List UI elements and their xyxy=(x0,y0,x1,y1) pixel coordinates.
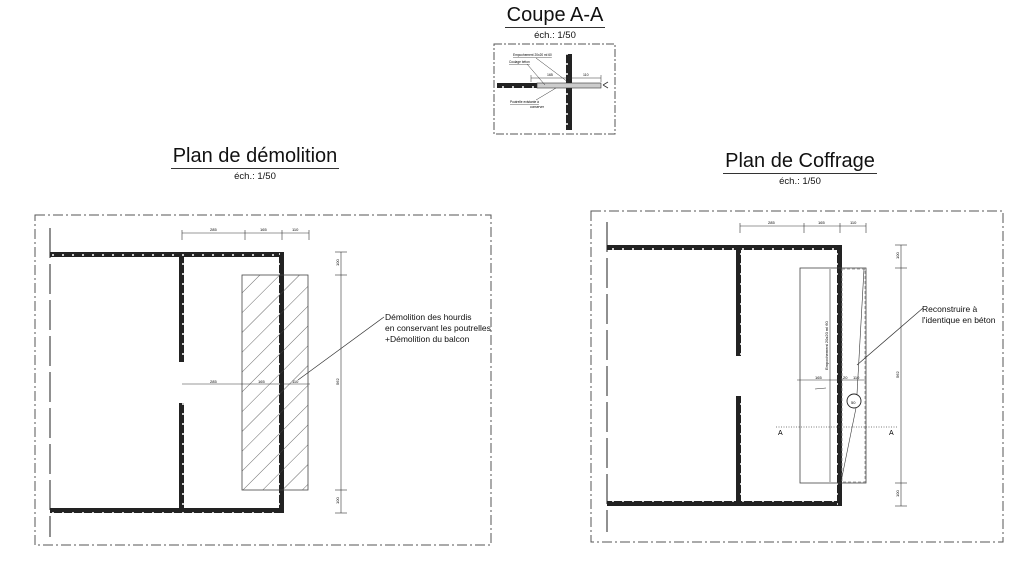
section-label-recess: Empochement 20x20 ml 60 xyxy=(513,53,552,57)
formwork-wall-right xyxy=(837,245,842,506)
formwork-dim-right-2: 562 xyxy=(895,371,900,378)
formwork-wall-top xyxy=(607,245,841,250)
section-title-block: Coupe A-A éch.: 1/50 xyxy=(490,4,620,41)
section-dim-2: 110 xyxy=(583,73,589,77)
section-scale: éch.: 1/50 xyxy=(534,30,576,41)
formwork-dim-mid-2: 20 xyxy=(843,375,848,380)
formwork-wall-mid-lower xyxy=(736,396,741,501)
section-drawing: 165 110 Empochement 20x20 ml 60 Coulage … xyxy=(493,43,616,135)
formwork-wall-bottom xyxy=(607,501,841,506)
demolition-dim-right-3: 100 xyxy=(335,497,340,504)
demolition-plan: 285 165 110 285 165 110 100 562 100 xyxy=(34,214,492,546)
formwork-frame xyxy=(590,210,1004,543)
demolition-note-line-2: en conservant les poutrelles xyxy=(385,323,491,333)
formwork-note-line-1: Reconstruire à xyxy=(922,304,978,314)
formwork-note-line-2: l'identique en béton xyxy=(922,315,996,325)
formwork-section-marker-right: A xyxy=(889,430,894,437)
demolition-note-line-1: Démolition des hourdis xyxy=(385,312,472,322)
section-label-pour: Coulage béton xyxy=(509,60,530,64)
formwork-dim-right-1: 100 xyxy=(895,252,900,259)
section-title: Coupe A-A xyxy=(504,4,606,28)
section-slab-left xyxy=(497,83,537,88)
formwork-leader xyxy=(856,307,924,366)
formwork-dim-top-2: 165 xyxy=(818,220,825,225)
demolition-dim-top-3: 110 xyxy=(292,227,299,232)
formwork-dim-mid-1: 165 xyxy=(815,375,822,380)
formwork-scale: éch.: 1/50 xyxy=(779,176,821,187)
demolition-dim-right-2: 562 xyxy=(335,378,340,385)
formwork-plan: Empochement 20x20 ml 60 285 165 110 165 … xyxy=(590,210,1004,543)
formwork-note: Reconstruire à l'identique en béton xyxy=(922,304,995,326)
formwork-title-block: Plan de Coffrage éch.: 1/50 xyxy=(715,150,885,187)
formwork-recess-label: Empochement 20x20 ml 60 xyxy=(824,321,829,370)
formwork-dim-top-3: 110 xyxy=(850,220,857,225)
formwork-section-marker-left: A xyxy=(778,430,783,437)
demolition-note: Démolition des hourdis en conservant les… xyxy=(385,312,491,345)
demolition-dim-top-2: 165 xyxy=(260,227,267,232)
demolition-note-line-3: +Démolition du balcon xyxy=(385,334,470,344)
demolition-title: Plan de démolition xyxy=(170,145,340,169)
formwork-title: Plan de Coffrage xyxy=(723,150,877,174)
section-label-joist2: conserver xyxy=(530,105,545,109)
formwork-dim-mid-3: 110 xyxy=(853,375,860,380)
demolition-wall-top xyxy=(50,252,283,257)
section-label-joist: Poutrelle existante à xyxy=(510,100,539,104)
formwork-balcony-outline xyxy=(841,268,866,483)
demolition-scale: éch.: 1/50 xyxy=(234,171,276,182)
demolition-title-block: Plan de démolition éch.: 1/50 xyxy=(160,145,350,182)
demolition-leader xyxy=(297,316,385,381)
demolition-hatched-zone xyxy=(241,274,309,491)
section-marker-icon xyxy=(602,81,609,89)
demolition-dim-mid-1: 285 xyxy=(210,379,217,384)
section-slab-new xyxy=(536,82,602,89)
formwork-wall-mid-upper xyxy=(736,250,741,356)
demolition-wall-mid-upper xyxy=(179,257,184,362)
demolition-frame xyxy=(34,214,492,546)
demolition-dim-top-1: 285 xyxy=(210,227,217,232)
formwork-dim-right-3: 100 xyxy=(895,490,900,497)
section-frame xyxy=(493,43,616,135)
section-dim-1: 165 xyxy=(547,73,553,77)
section-wall xyxy=(566,54,572,130)
demolition-wall-mid-lower xyxy=(179,403,184,508)
formwork-arrow-icon xyxy=(814,387,827,390)
formwork-new-slab xyxy=(799,267,867,484)
formwork-bubble-label: 50 xyxy=(851,400,856,405)
demolition-dim-right-1: 100 xyxy=(335,259,340,266)
formwork-detail-bubble xyxy=(846,393,862,409)
demolition-wall-bottom xyxy=(50,508,283,513)
demolition-dim-mid-3: 110 xyxy=(292,379,299,384)
formwork-dim-top-1: 285 xyxy=(768,220,775,225)
demolition-dim-mid-2: 165 xyxy=(258,379,265,384)
